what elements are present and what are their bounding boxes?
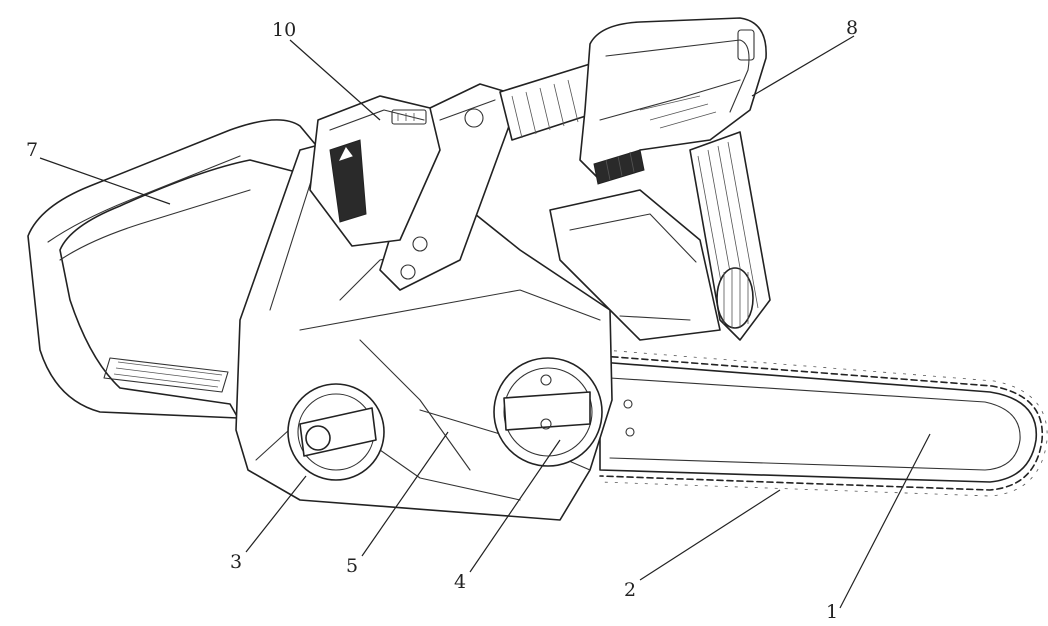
battery-pack <box>309 95 441 247</box>
callout-1: 1 <box>826 601 838 623</box>
callout-7: 7 <box>26 139 38 161</box>
saw-chain <box>599 349 1048 497</box>
leader-8 <box>751 35 855 97</box>
callout-3: 3 <box>230 551 242 573</box>
leader-4 <box>469 439 561 573</box>
cover-knob <box>493 357 635 467</box>
leader-5 <box>361 431 449 557</box>
guide-bar <box>599 349 1048 497</box>
callout-5: 5 <box>346 555 358 577</box>
main-handle <box>579 17 771 341</box>
motor-housing <box>549 189 721 341</box>
tension-knob <box>287 383 385 481</box>
leader-2 <box>639 489 781 581</box>
callout-10: 10 <box>272 19 296 41</box>
leader-3 <box>245 475 307 553</box>
leader-lines <box>39 35 931 609</box>
callout-8: 8 <box>846 17 858 39</box>
callout-2: 2 <box>624 579 636 601</box>
leader-1 <box>839 433 931 609</box>
callout-4: 4 <box>454 571 466 593</box>
leader-7 <box>39 157 171 205</box>
leader-10 <box>289 39 381 121</box>
